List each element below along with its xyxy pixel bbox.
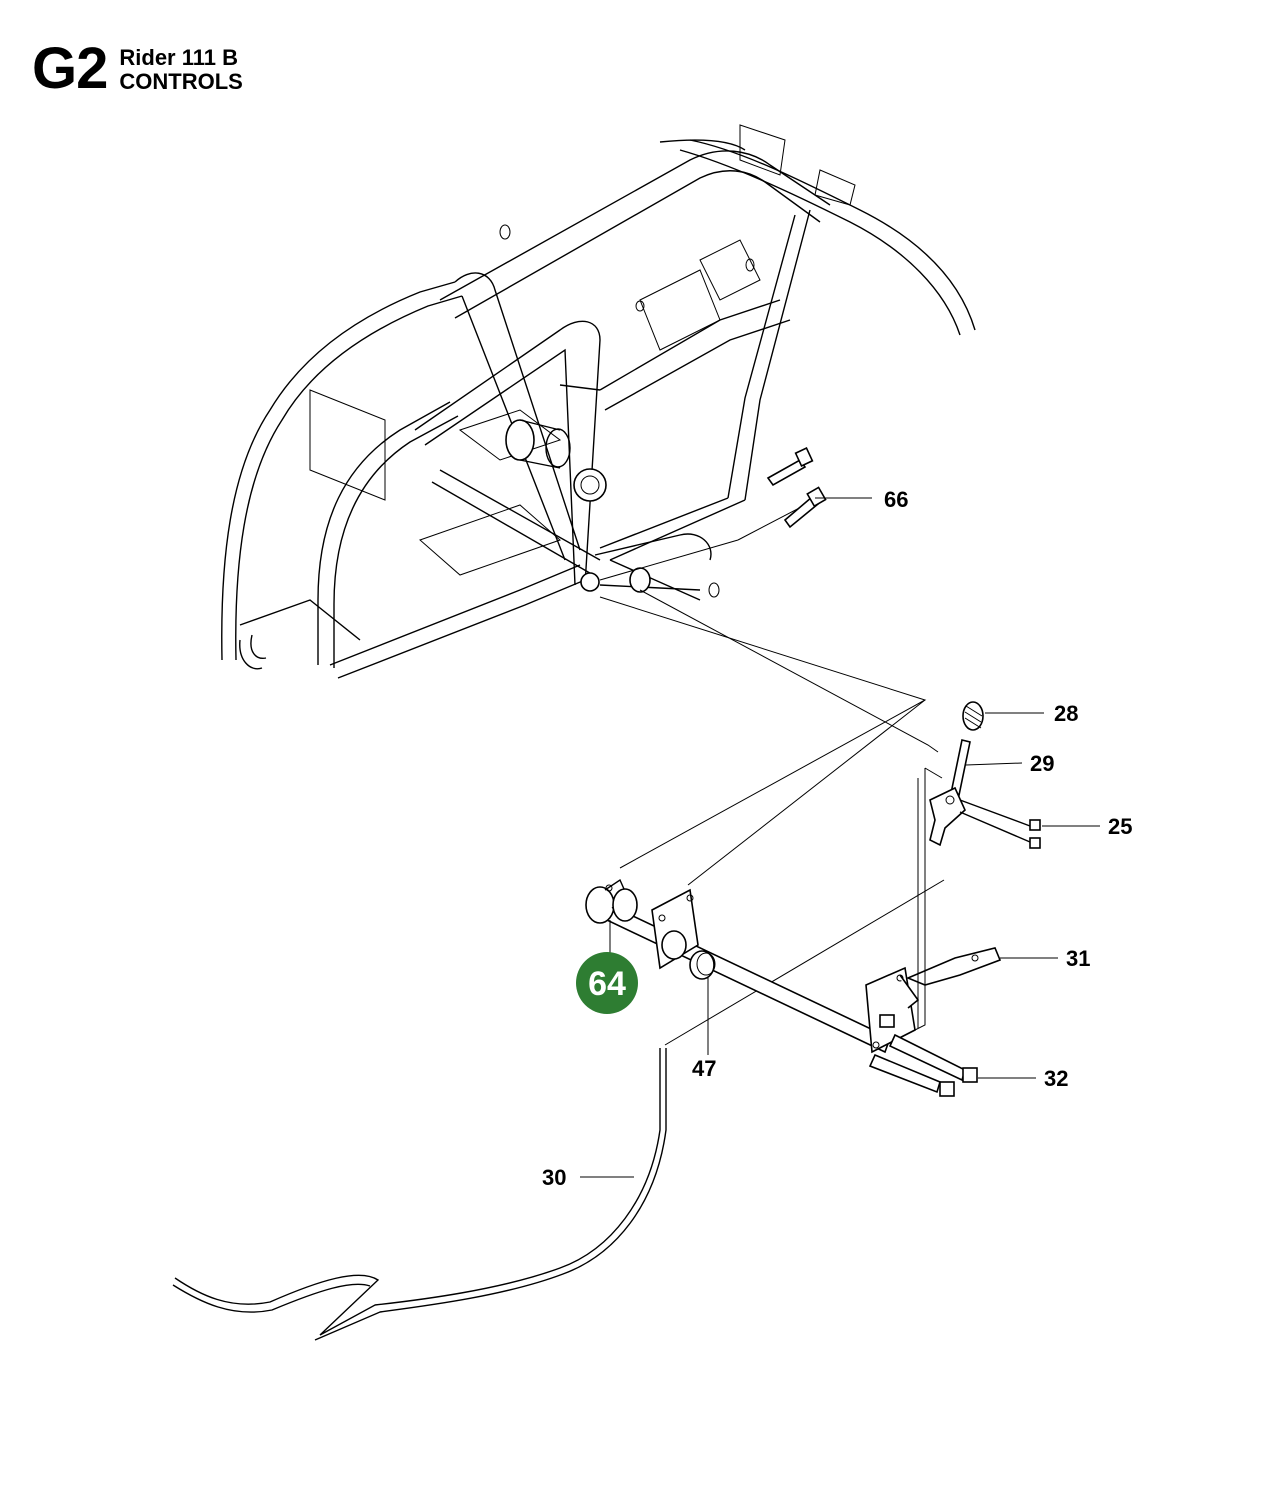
callout-25[interactable]: 25 xyxy=(1108,814,1132,839)
highlight-circle xyxy=(576,952,638,1014)
callout-66[interactable]: 66 xyxy=(884,487,908,512)
callout-64: 64 xyxy=(588,965,626,1003)
part-66-bolts xyxy=(766,447,827,529)
explosion-lines xyxy=(599,504,945,1046)
part-29-lever xyxy=(929,739,971,847)
part-47-bushing xyxy=(689,950,716,980)
leader-lines xyxy=(580,497,1100,1178)
part-31-plate xyxy=(905,947,1002,986)
part-25-screws xyxy=(959,799,1041,849)
chassis-frame xyxy=(221,124,976,679)
callout-47[interactable]: 47 xyxy=(692,1056,716,1081)
group-name: CONTROLS xyxy=(119,69,243,94)
section-code: G2 xyxy=(32,36,108,101)
callout-30[interactable]: 30 xyxy=(542,1165,566,1190)
header-titles: Rider 111 B CONTROLS xyxy=(119,46,242,94)
callout-28[interactable]: 28 xyxy=(1054,701,1078,726)
callout-64-highlight[interactable]: 64 xyxy=(576,952,638,1014)
model-name: Rider 111 B xyxy=(119,45,239,70)
part-28-knob xyxy=(962,701,984,731)
part-30-cable xyxy=(172,1048,667,1341)
lever-frame xyxy=(914,767,943,1031)
part-32-bolts xyxy=(868,1033,978,1097)
callout-29[interactable]: 29 xyxy=(1030,751,1054,776)
right-bracket xyxy=(865,966,920,1054)
control-shaft-upper xyxy=(580,533,712,593)
callout-32[interactable]: 32 xyxy=(1044,1066,1068,1091)
callout-31[interactable]: 31 xyxy=(1066,946,1090,971)
diagram-header: G2 Rider 111 B CONTROLS xyxy=(32,38,243,100)
left-bracket xyxy=(651,888,699,970)
